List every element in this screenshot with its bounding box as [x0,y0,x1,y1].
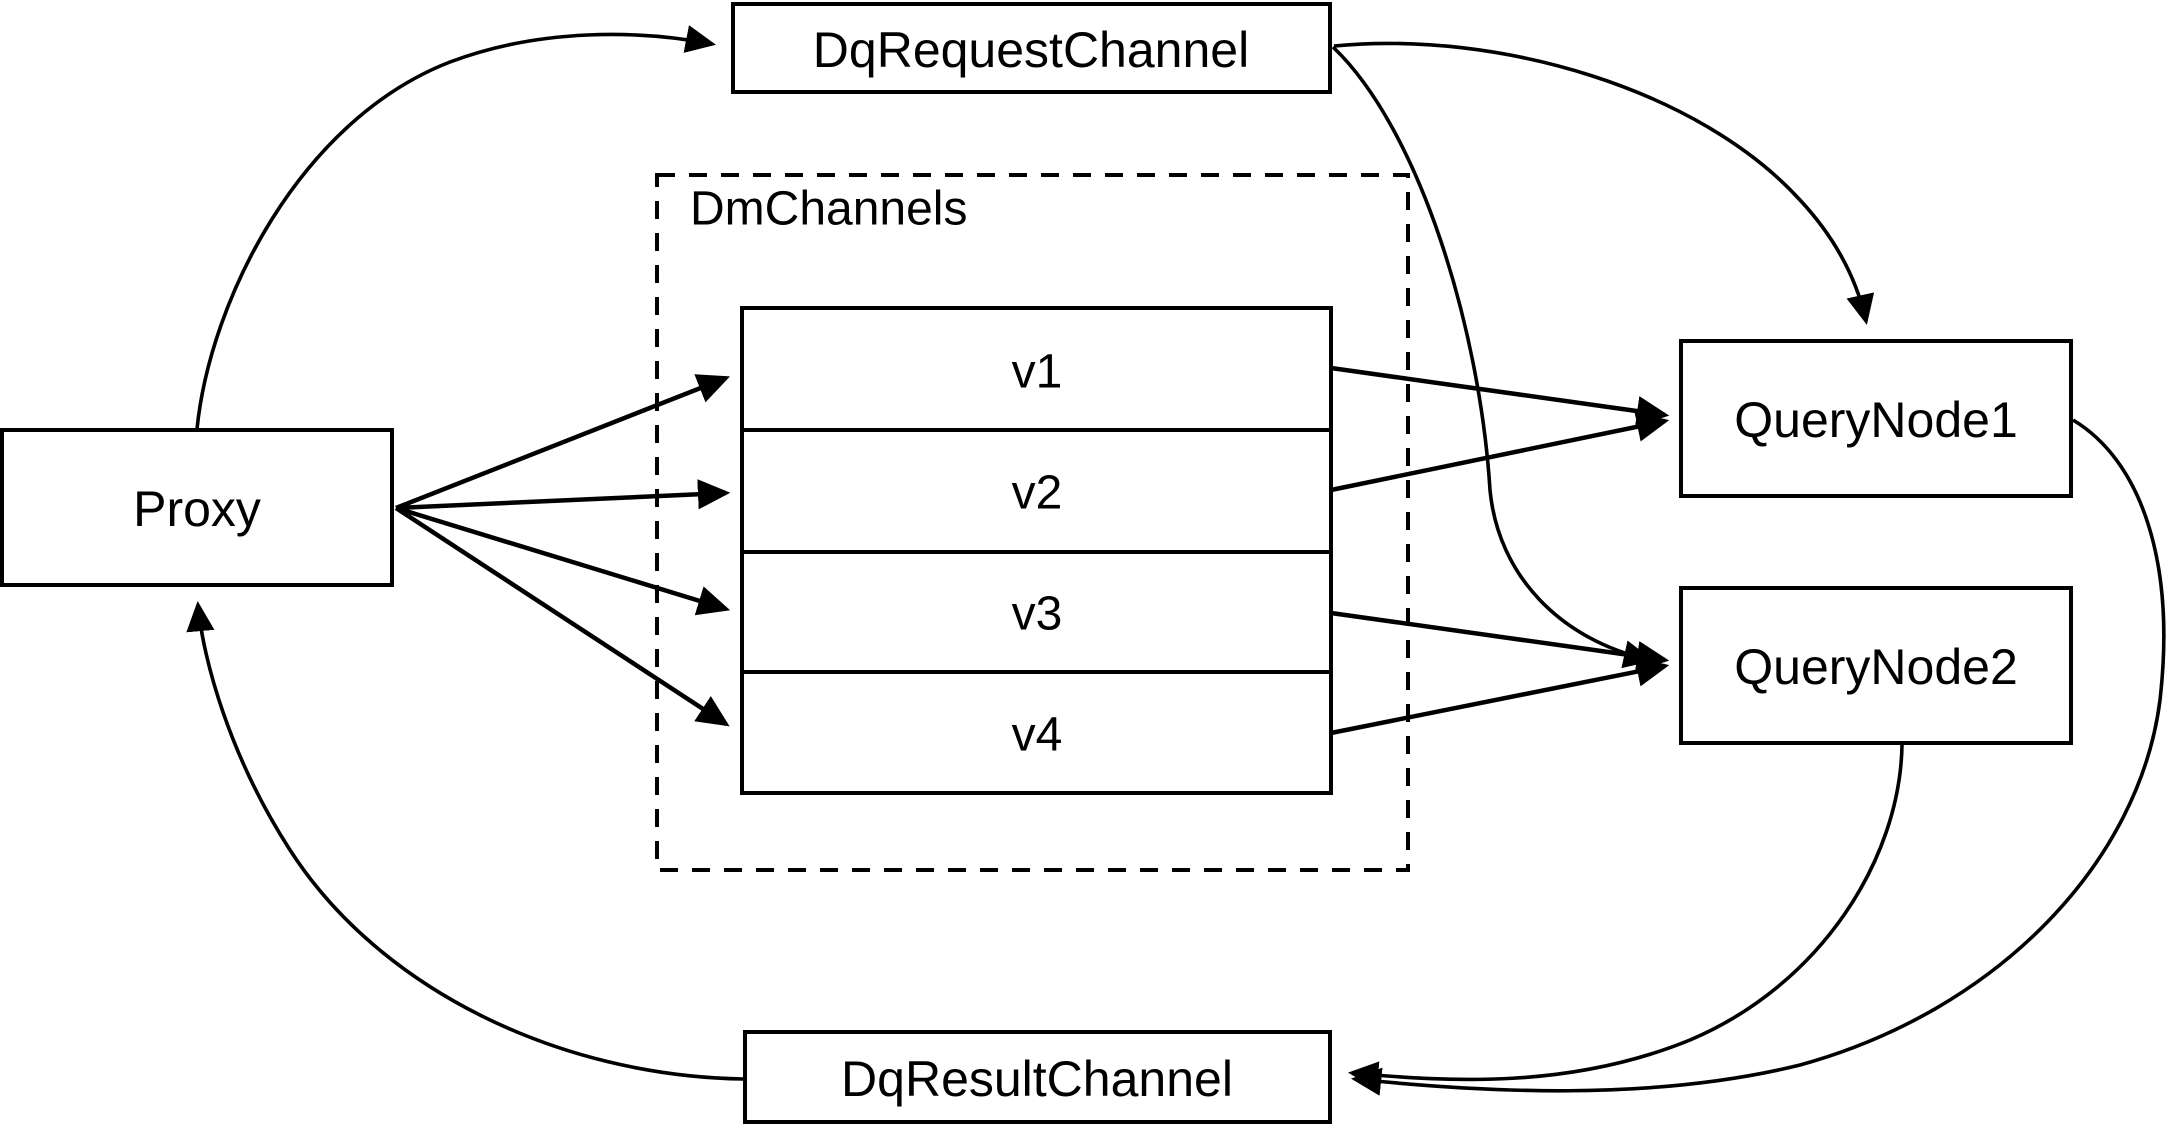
edge-v1-to-querynode1 [1330,365,1670,427]
node-query-node-1[interactable]: QueryNode1 [1679,339,2073,498]
dm-channel-row-v1[interactable]: v1 [1012,346,1063,399]
dq-result-channel-label: DqResultChannel [841,1051,1233,1107]
edge-querynode2-to-dqresultchannel [1347,744,1904,1090]
dm-channel-row-v2[interactable]: v2 [1012,467,1063,520]
node-proxy[interactable]: Proxy [0,428,394,587]
dm-channel-row-v3[interactable]: v3 [1012,588,1063,641]
node-dq-result-channel[interactable]: DqResultChannel [743,1030,1332,1124]
edge-layer [186,25,2166,1096]
edge-v4-to-querynode2 [1330,656,1670,736]
dq-result-channel-box[interactable] [743,1030,1332,1124]
edge-proxy-to-v3 [395,505,731,616]
dm-channel-row-v4[interactable]: v4 [1012,709,1063,762]
edge-v2-to-querynode1 [1330,411,1670,493]
dq-request-channel-box[interactable] [731,2,1332,94]
dm-channels-group-border [655,173,1410,872]
dm-channels-group-label: DmChannels [690,183,967,236]
node-query-node-2[interactable]: QueryNode2 [1679,586,2073,745]
edge-proxy-to-v2 [395,479,731,511]
dm-channels-table[interactable]: v1 v2 v3 v4 [740,306,1333,795]
query-node-1-label: QueryNode1 [1734,392,2018,448]
query-node-2-box[interactable] [1679,586,2073,745]
edge-dqrequestchannel-to-querynode1 [1333,41,1875,325]
node-dq-request-channel[interactable]: DqRequestChannel [731,2,1332,94]
dm-channels-group: DmChannels [655,173,1410,872]
proxy-label: Proxy [133,481,261,537]
edge-proxy-to-dqrequestchannel [195,25,716,430]
edge-querynode1-to-dqresultchannel [1350,418,2166,1096]
edge-proxy-to-v4 [394,506,730,727]
dq-request-channel-label: DqRequestChannel [813,22,1249,78]
edge-v3-to-querynode2 [1330,610,1670,672]
query-node-2-label: QueryNode2 [1734,639,2018,695]
edge-dqrequestchannel-to-querynode2 [1331,45,1654,669]
proxy-box[interactable] [0,428,394,587]
edge-proxy-to-v1 [395,374,731,511]
query-node-1-box[interactable] [1679,339,2073,498]
edge-dqresultchannel-to-proxy [186,600,744,1081]
